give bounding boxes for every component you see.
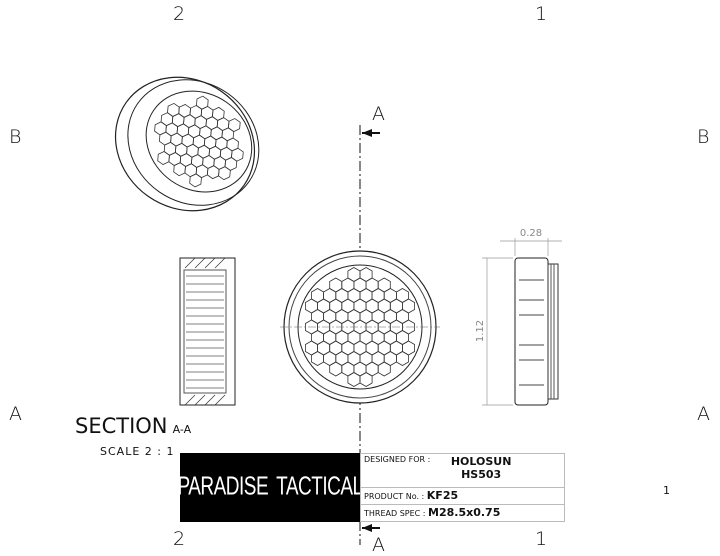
honeycomb-cell (377, 361, 391, 377)
zone-label-right-a: A (697, 403, 710, 425)
product-value: KF25 (426, 489, 459, 502)
honeycomb-cell (227, 118, 241, 133)
zone-label-bottom-2: 2 (173, 528, 186, 550)
isometric-view (114, 76, 260, 212)
product-row: PRODUCT No. : KF25 (360, 487, 565, 505)
zone-label-left-b: B (9, 126, 22, 148)
zone-label-left-a: A (9, 403, 22, 425)
title-block: DESIGNED FOR : HOLOSUN HS503 PRODUCT No.… (360, 453, 565, 522)
section-marker-top: A (372, 103, 385, 125)
honeycomb-cell (231, 147, 244, 162)
zone-label-bottom-1: 1 (535, 528, 548, 550)
designed-for-row: DESIGNED FOR : HOLOSUN HS503 (360, 453, 565, 488)
section-marker-bottom: A (372, 534, 385, 556)
dimension-width (500, 238, 562, 256)
section-title: SECTION A-A (75, 414, 192, 438)
designed-for-value-2: HS503 (461, 468, 502, 481)
section-arrow-top (362, 129, 380, 137)
section-arrow-bottom (362, 524, 380, 532)
thread-value: M28.5x0.75 (428, 506, 501, 519)
dimension-height-label: 1.12 (475, 320, 486, 342)
honeycomb-cell (359, 372, 373, 387)
company-logo: PARADISE TACTICAL (177, 453, 363, 522)
designed-for-value-1: HOLOSUN (450, 455, 512, 468)
section-scale: SCALE 2 : 1 (100, 445, 175, 458)
dimension-width-label: 0.28 (520, 228, 542, 239)
zone-label-top-1: 1 (535, 3, 548, 25)
zone-label-right-b: B (697, 126, 710, 148)
front-view (280, 250, 440, 404)
zone-label-top-2: 2 (173, 3, 186, 25)
section-view (179, 257, 236, 406)
sheet-number: 1 (663, 484, 670, 497)
side-view (514, 257, 559, 406)
thread-row: THREAD SPEC : M28.5x0.75 (360, 504, 565, 522)
dimension-height (482, 257, 513, 406)
honeycomb-cell (395, 351, 409, 366)
